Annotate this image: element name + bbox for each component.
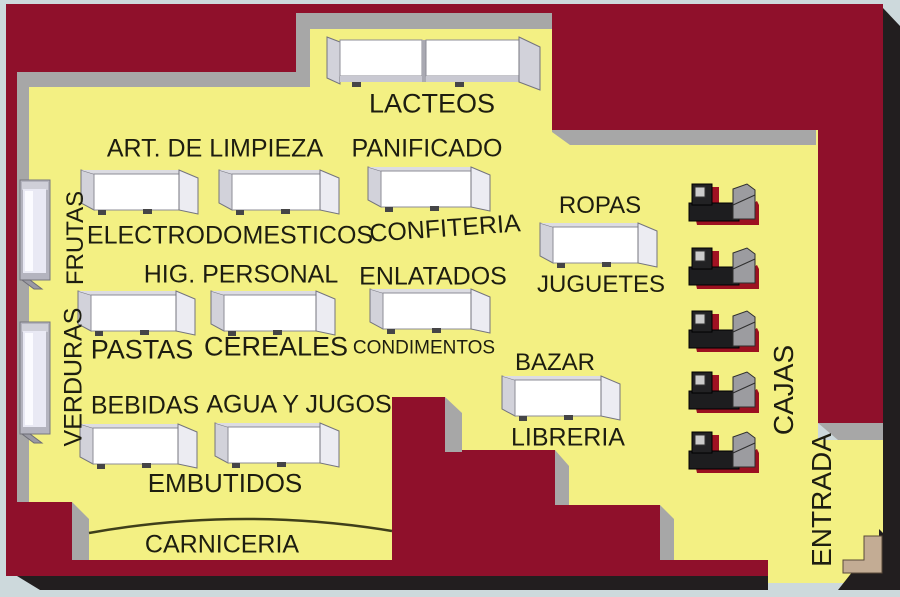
shadow-bottom	[17, 576, 768, 590]
bevel-notch-top	[296, 13, 552, 29]
checkout-counter-2	[688, 247, 759, 289]
shadow-right	[883, 8, 900, 590]
shelf-hig-personal	[77, 290, 196, 336]
shelf-limpieza-2	[218, 169, 340, 215]
checkout-counter-1	[688, 183, 759, 225]
shelves-layer	[19, 166, 658, 469]
bevel-right-wall-end	[818, 423, 883, 440]
bevel-step-3	[660, 505, 674, 560]
shelf-bebidas	[79, 423, 198, 469]
bevel-step-1	[445, 397, 462, 452]
checkout-counters-layer	[688, 183, 759, 473]
shelf-agua-y-jugos	[214, 422, 340, 468]
entrance-corner-shadow	[838, 529, 900, 590]
wall-stepped-block	[392, 397, 660, 576]
shelf-panificado	[367, 166, 491, 212]
bevel-top-right	[552, 130, 816, 145]
shelf-bazar-libreria	[501, 375, 621, 421]
shelf-cereales	[210, 290, 336, 336]
bevel-bottom-left-block	[72, 502, 89, 560]
wall-left	[6, 4, 17, 576]
checkout-counter-5	[688, 431, 759, 473]
checkout-counter-4	[688, 371, 759, 413]
lacteos-shelf-unit	[326, 36, 541, 91]
wall-above-lacteos-notch	[310, 4, 552, 14]
wall-top-left	[6, 4, 310, 72]
rack-frutas	[19, 179, 51, 290]
bevel-top-left	[17, 72, 310, 87]
shelf-art-de-limpieza	[80, 169, 199, 215]
carniceria-counter-line	[88, 517, 393, 535]
bevel-step-2	[555, 450, 569, 505]
shelf-enlatados	[369, 288, 491, 334]
entrance-corner-step	[842, 535, 883, 574]
wall-top-right	[552, 4, 818, 130]
wall-right	[818, 4, 883, 423]
shelf-ropas-juguetes	[539, 222, 658, 268]
checkout-counter-3	[688, 310, 759, 352]
rack-verduras	[19, 321, 51, 444]
